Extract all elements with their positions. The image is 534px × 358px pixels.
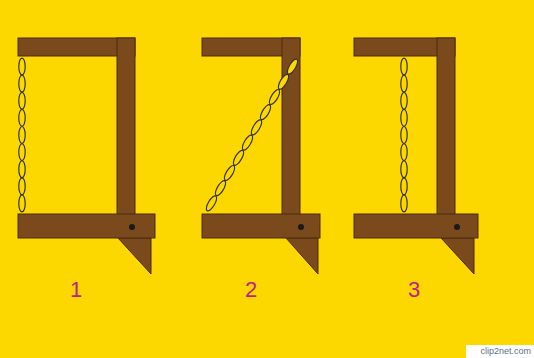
chain-link bbox=[19, 144, 25, 161]
chain-link bbox=[231, 149, 245, 167]
chain-link bbox=[19, 195, 25, 212]
figure-number: 3 bbox=[408, 279, 420, 301]
chain-link bbox=[19, 75, 25, 92]
chain-link bbox=[401, 109, 407, 126]
chain bbox=[204, 58, 299, 213]
chains bbox=[19, 58, 407, 213]
chain-link bbox=[401, 195, 407, 212]
chain-link bbox=[19, 161, 25, 178]
chain-link bbox=[249, 118, 263, 136]
frame-1 bbox=[18, 38, 155, 274]
chain-link bbox=[401, 92, 407, 109]
chain-link bbox=[401, 161, 407, 178]
chain-link bbox=[204, 194, 218, 212]
chain-link bbox=[276, 73, 290, 91]
chain-link bbox=[19, 127, 25, 144]
chain-link bbox=[401, 58, 407, 75]
chain-link bbox=[19, 58, 25, 75]
chain-link bbox=[267, 88, 281, 106]
chain-link bbox=[401, 178, 407, 195]
figure-number: 2 bbox=[245, 279, 257, 301]
chain-link bbox=[401, 144, 407, 161]
chain-link bbox=[222, 164, 236, 182]
frame-2 bbox=[202, 38, 320, 274]
chain bbox=[19, 58, 25, 212]
chain-link bbox=[19, 92, 25, 109]
figure-number: 1 bbox=[70, 279, 82, 301]
chain-link bbox=[19, 178, 25, 195]
chain-link bbox=[213, 179, 227, 197]
chain-link bbox=[401, 127, 407, 144]
chain-link bbox=[258, 103, 272, 121]
chain bbox=[401, 58, 407, 212]
chain-link bbox=[19, 109, 25, 126]
chain-link bbox=[401, 75, 407, 92]
watermark: clip2net.com bbox=[466, 345, 534, 358]
chain-link bbox=[240, 134, 254, 152]
chain-link bbox=[285, 58, 299, 76]
frame-3 bbox=[354, 38, 478, 274]
